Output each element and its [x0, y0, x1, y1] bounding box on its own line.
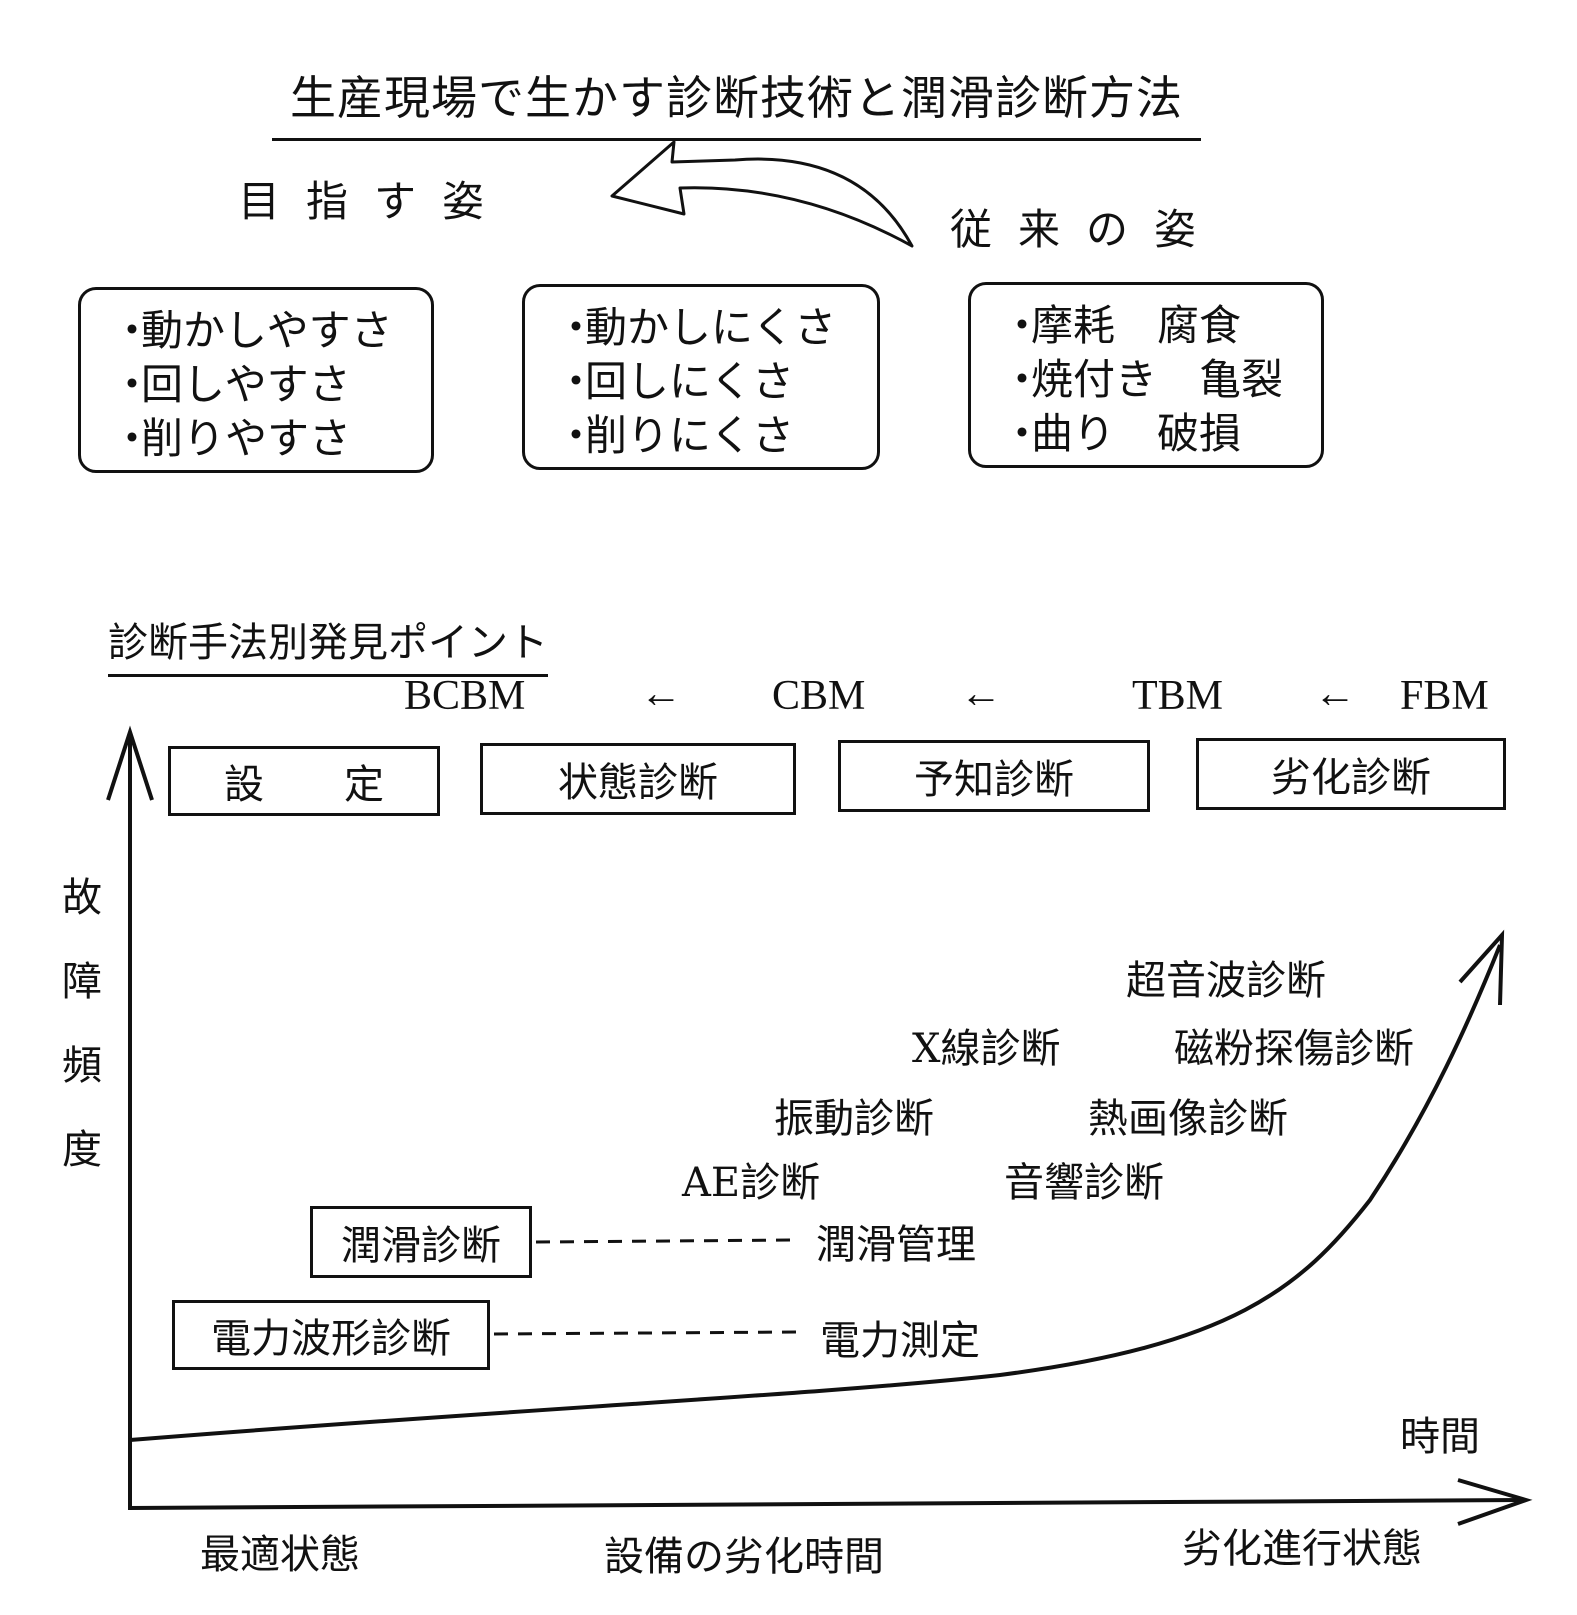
power-diagnosis-box: 電力波形診断 — [172, 1300, 490, 1370]
fbm-label: FBM — [1400, 673, 1489, 719]
power-connector — [493, 1330, 799, 1336]
list-item: ・摩耗 腐食 — [1001, 301, 1242, 350]
damage-box: ・摩耗 腐食 ・焼付き 亀裂 ・曲り 破損 — [968, 282, 1324, 468]
list-item: ・動かしやすさ — [111, 306, 393, 355]
cbm-label: CBM — [772, 673, 866, 719]
page-title: 生産現場で生かす診断技術と潤滑診断方法 — [272, 62, 1201, 141]
tbm-label: TBM — [1132, 673, 1224, 719]
stage-condition-diagnosis: 状態診断 — [480, 743, 796, 815]
x-axis-line — [129, 1498, 1523, 1510]
stage-deterioration-diagnosis: 劣化診断 — [1196, 738, 1506, 810]
bcbm-label: BCBM — [404, 673, 526, 719]
x-axis-arrowhead-icon — [1457, 1478, 1533, 1526]
failure-curve — [129, 944, 1502, 1442]
goal-label: 目指す姿 — [238, 177, 511, 226]
method-vibration: 振動診断 — [774, 1096, 934, 1142]
section-title: 診断手法別発見ポイント — [108, 610, 548, 677]
x-axis-left-label: 最適状態 — [200, 1532, 360, 1578]
method-ae: AE診断 — [682, 1160, 821, 1206]
method-thermal: 熱画像診断 — [1088, 1096, 1288, 1142]
goal-box: ・動かしやすさ ・回しやすさ ・削りやすさ — [78, 287, 434, 473]
list-item: ・回しやすさ — [111, 360, 351, 409]
power-measurement: 電力測定 — [820, 1318, 980, 1364]
curved-arrow-icon — [610, 140, 914, 248]
lubrication-diagnosis-box: 潤滑診断 — [310, 1206, 532, 1278]
x-axis-right-label: 劣化進行状態 — [1182, 1526, 1422, 1572]
y-axis-label: 故 障 頻 度 — [62, 875, 102, 1173]
lubrication-connector — [535, 1238, 799, 1244]
lubrication-management: 潤滑管理 — [816, 1222, 976, 1268]
list-item: ・動かしにくさ — [555, 303, 837, 352]
stage-predictive-diagnosis: 予知診断 — [838, 740, 1150, 812]
method-xray: X線診断 — [912, 1026, 1061, 1072]
method-magnetic: 磁粉探傷診断 — [1174, 1026, 1414, 1072]
arrow-left-icon: ← — [640, 671, 682, 717]
method-ultrasonic: 超音波診断 — [1126, 958, 1326, 1004]
arrow-left-icon: ← — [960, 671, 1002, 717]
arrow-left-icon: ← — [1314, 671, 1356, 717]
list-item: ・削りやすさ — [111, 414, 352, 463]
list-item: ・曲り 破損 — [1001, 409, 1242, 458]
y-axis-arrowhead-icon — [106, 725, 154, 801]
x-axis-center-label: 設備の劣化時間 — [604, 1534, 884, 1580]
list-item: ・焼付き 亀裂 — [1001, 355, 1284, 404]
stage-setting: 設 定 — [168, 746, 440, 816]
curve-arrowhead-icon — [1458, 929, 1505, 1006]
method-acoustic: 音響診断 — [1004, 1160, 1164, 1206]
list-item: ・削りにくさ — [555, 411, 795, 460]
current-label: 従来の姿 — [950, 205, 1223, 254]
list-item: ・回しにくさ — [555, 357, 795, 406]
difficulty-box: ・動かしにくさ ・回しにくさ ・削りにくさ — [522, 284, 880, 470]
time-label: 時間 — [1400, 1414, 1480, 1460]
